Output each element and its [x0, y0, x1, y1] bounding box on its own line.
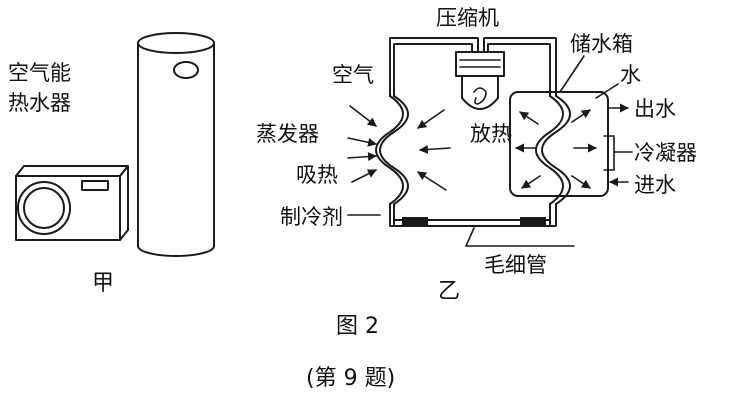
- capillary-segment-right: [520, 217, 546, 227]
- compressor: [455, 51, 505, 110]
- water-tank-cylinder: [137, 32, 215, 257]
- label-capillary-tube: 毛细管: [484, 253, 547, 277]
- label-compressor: 压缩机: [436, 6, 499, 30]
- label-air: 空气: [332, 63, 374, 87]
- outdoor-unit: [15, 165, 129, 241]
- evaporator-coil: [375, 95, 409, 225]
- subfigure-label-jia: 甲: [92, 271, 114, 296]
- label-condenser: 冷凝器: [634, 141, 697, 165]
- label-water-inlet: 进水: [634, 173, 676, 197]
- air-source-heater-illustration: 空气能 热水器 甲: [8, 32, 215, 296]
- label-water-outlet: 出水: [634, 97, 676, 121]
- heat-pump-system-diagram: 压缩机 储水箱 水 空气 蒸发器 吸热 放热 出水 冷凝器 进水 制冷剂 毛细管…: [256, 6, 697, 304]
- label-release-heat: 放热: [470, 122, 512, 146]
- left-title-line1: 空气能: [8, 61, 71, 85]
- evaporator-arrows: [347, 105, 451, 191]
- label-evaporator: 蒸发器: [256, 122, 319, 146]
- label-water: 水: [620, 63, 641, 87]
- label-storage-tank: 储水箱: [570, 32, 633, 56]
- storage-tank: [509, 91, 609, 197]
- label-refrigerant: 制冷剂: [280, 205, 343, 229]
- left-title-line2: 热水器: [8, 91, 71, 115]
- condenser-coil: [535, 95, 571, 225]
- condenser-arrows: [515, 109, 597, 189]
- subfigure-label-yi: 乙: [438, 279, 460, 304]
- figure-caption: 图 2: [336, 314, 379, 339]
- question-label: (第 9 题): [306, 366, 395, 391]
- capillary-segment-left: [402, 217, 428, 227]
- label-absorb-heat: 吸热: [296, 163, 338, 187]
